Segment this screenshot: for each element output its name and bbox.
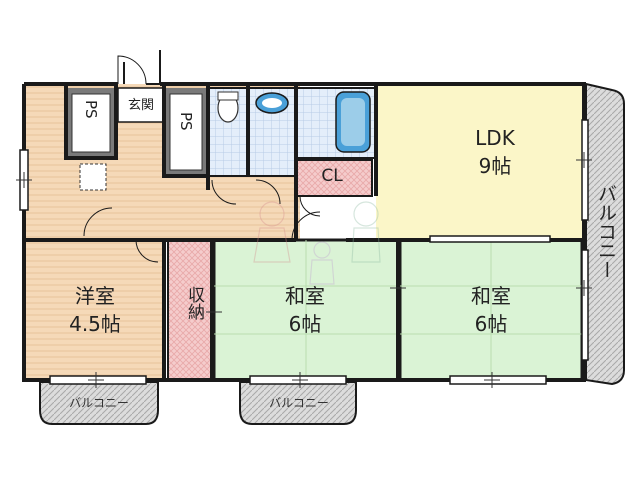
- entrance-floor: [117, 87, 165, 123]
- japanese-room-2-label: 和室 6帖: [436, 282, 546, 338]
- balcony-bottom-middle-label: バルコニー: [269, 396, 329, 410]
- japanese-room-2-size: 6帖: [474, 312, 508, 336]
- japanese-room-2-name: 和室: [471, 284, 511, 308]
- ldk-name: LDK: [475, 126, 515, 150]
- closet: [295, 159, 373, 197]
- western-room-size: 4.5帖: [69, 312, 121, 336]
- balcony-bottom-left: [39, 381, 159, 425]
- balcony-right: [585, 82, 625, 386]
- storage-room: [167, 239, 213, 381]
- japanese-room-1-name: 和室: [285, 284, 325, 308]
- ldk-size: 9帖: [478, 154, 512, 178]
- western-room: [22, 238, 166, 382]
- ps2-label: PS: [177, 112, 195, 131]
- balcony-right-label: バルコニー: [595, 184, 617, 279]
- japanese-room-1-label: 和室 6帖: [250, 282, 360, 338]
- washer-box: [79, 163, 107, 191]
- storage-label: 収納: [184, 286, 204, 320]
- watermark-illustration: [253, 201, 381, 285]
- ps1-label: PS: [82, 100, 100, 119]
- western-room-label: 洋室 4.5帖: [40, 282, 150, 338]
- entrance-label: 玄関: [127, 98, 154, 113]
- western-room-name: 洋室: [75, 284, 115, 308]
- ldk-label: LDK 9帖: [440, 124, 550, 180]
- balcony-bottom-left-label: バルコニー: [69, 396, 129, 410]
- walls: [22, 82, 586, 382]
- closet-label: CL: [321, 166, 343, 186]
- balcony-bottom-middle: [239, 381, 357, 425]
- japanese-room-1-size: 6帖: [288, 312, 322, 336]
